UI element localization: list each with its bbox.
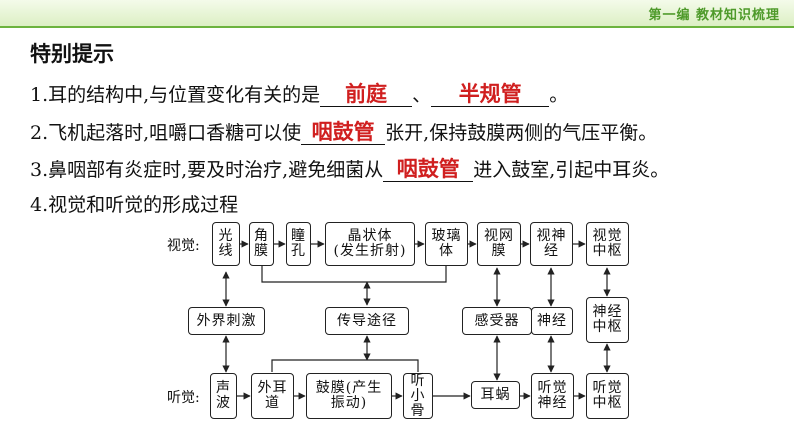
box-text: 中枢 [592,243,623,259]
box-text: 角 [254,228,269,244]
lens-box: 晶状体(发生折射) [325,222,415,266]
box-text: 振动) [330,395,368,411]
box-text: 膜 [491,243,507,259]
box-text: 听觉 [537,380,568,396]
answer-text: 半规管 [458,82,522,106]
tip-2-text: 2.飞机起落时,咀嚼口香糖可以使 [30,122,302,144]
sound-wave-box: 声波 [210,373,237,419]
box-text: 神经 [537,395,568,411]
ossicles-box: 听小骨 [403,373,433,419]
answer-text: 前庭 [345,82,388,106]
box-text: 瞳 [291,228,306,244]
tip-line-3: 3.鼻咽部有炎症时,要及时治疗,避免细菌从咽鼓管进入鼓室,引起中耳炎。 [30,155,669,182]
vitreous-box: 玻璃体 [425,222,468,266]
answer-blank: 咽鼓管 [383,157,474,182]
tip-line-2: 2.飞机起落时,咀嚼口香糖可以使咽鼓管张开,保持鼓膜两侧的气压平衡。 [30,118,657,145]
header-label: 第一编 教材知识梳理 [648,8,780,23]
box-text: 晶状体 [347,228,393,244]
retina-box: 视网膜 [477,222,521,266]
answer-blank: 咽鼓管 [301,120,386,145]
tip-1-end: 。 [549,84,569,106]
tip-1-text: 1.耳的结构中,与位置变化有关的是 [30,84,321,106]
bracket-line [271,359,419,372]
box-text: 视网 [484,228,514,244]
box-text: 光 [218,228,234,244]
box-text: 中枢 [592,319,623,335]
box-text: 膜 [254,243,269,259]
box-text: 声 [216,380,231,396]
box-text: 外耳 [257,380,288,396]
pathway-box: 传导途径 [325,307,409,335]
light-box: 光线 [212,222,240,266]
box-text: (发生折射) [333,243,407,259]
box-text: 视神 [536,228,567,244]
box-text: 传导途径 [337,312,397,329]
header-bar: 第一编 教材知识梳理 [0,0,794,28]
box-text: 鼓膜(产生 [315,380,383,396]
box-text: 骨 [410,402,426,419]
box-text: 听觉 [592,380,623,396]
box-text: 玻璃 [431,228,462,244]
answer-blank: 前庭 [320,82,413,107]
cochlea-box: 耳蜗 [471,381,520,409]
box-text: 视觉 [592,228,623,244]
section-title: 特别提示 [30,42,114,66]
auditory-center-box: 听觉中枢 [586,373,629,419]
stimulus-box: 外界刺激 [188,307,265,335]
pupil-box: 瞳孔 [286,222,311,266]
auditory-nerve-box: 听觉神经 [531,373,574,419]
tip-1-separator: 、 [412,84,432,106]
box-text: 外界刺激 [196,312,257,329]
box-text: 耳蜗 [480,386,511,403]
nerve-box: 神经 [531,307,573,335]
box-text: 孔 [291,243,306,259]
nerve-center-box: 神经中枢 [586,297,629,343]
box-text: 神经 [592,304,623,320]
receptor-box: 感受器 [462,307,532,335]
box-text: 中枢 [592,395,623,411]
bracket-line [261,266,447,283]
vision-label: 视觉: [167,238,200,254]
optic-nerve-box: 视神经 [530,222,573,266]
box-text: 线 [218,243,234,259]
answer-text: 咽鼓管 [311,120,375,144]
box-text: 神经 [537,312,567,329]
tip-3-text: 3.鼻咽部有炎症时,要及时治疗,避免细菌从 [30,159,384,181]
answer-blank: 半规管 [431,82,550,107]
tip-line-4: 4.视觉和听觉的形成过程 [30,194,239,216]
visual-center-box: 视觉中枢 [586,222,629,266]
ear-canal-box: 外耳道 [251,373,294,419]
box-text: 道 [265,395,280,411]
box-text: 体 [439,243,454,259]
tip-2-end: 张开,保持鼓膜两侧的气压平衡。 [385,122,658,144]
answer-text: 咽鼓管 [396,157,460,181]
box-text: 经 [544,243,559,259]
box-text: 波 [216,395,231,411]
cornea-box: 角膜 [249,222,274,266]
hearing-label: 听觉: [167,390,200,406]
box-text: 感受器 [474,312,520,329]
tip-3-end: 进入鼓室,引起中耳炎。 [473,159,670,181]
box-text: 听小 [410,372,426,404]
eardrum-box: 鼓膜(产生振动) [306,373,392,419]
tip-line-1: 1.耳的结构中,与位置变化有关的是 前庭 、 半规管 。 [30,80,568,107]
